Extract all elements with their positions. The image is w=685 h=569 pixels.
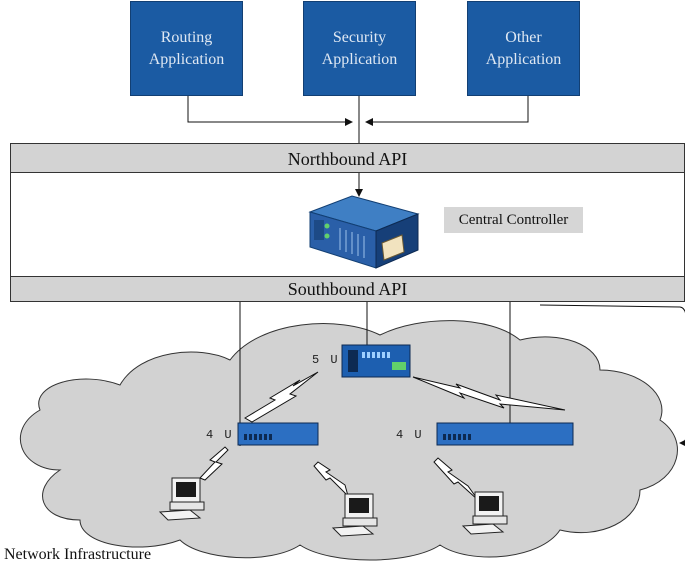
security-app-line1: Security [332, 28, 387, 46]
network-infrastructure-label: Network Infrastructure [4, 546, 152, 563]
central-controller-icon [308, 195, 420, 269]
switch-top-icon [341, 344, 411, 378]
computer-icon-middle [331, 493, 378, 537]
wireless-links [199, 371, 566, 501]
routing-app-line2: Application [148, 50, 225, 68]
routing-application-box: Routing Application [130, 1, 243, 96]
computer-icon-right [461, 491, 508, 535]
switch-left-icon [237, 422, 319, 446]
routing-app-line1: Routing [160, 28, 213, 46]
other-application-box: Other Application [467, 1, 580, 96]
switch-right-icon [436, 422, 574, 446]
other-app-line2: Application [485, 50, 562, 68]
computer-icon-left [158, 477, 205, 521]
security-app-line2: Application [321, 50, 398, 68]
switch-right-label: 4 U [396, 428, 424, 442]
southbound-api-bar: Southbound API [10, 276, 685, 302]
switch-top-label: 5 U [312, 353, 340, 367]
switch-left-label: 4 U [206, 428, 234, 442]
other-app-line1: Other [505, 28, 542, 46]
controller-frame [10, 172, 685, 278]
security-application-box: Security Application [303, 1, 416, 96]
northbound-api-bar: Northbound API [10, 143, 685, 173]
central-controller-label: Central Controller [444, 207, 583, 233]
